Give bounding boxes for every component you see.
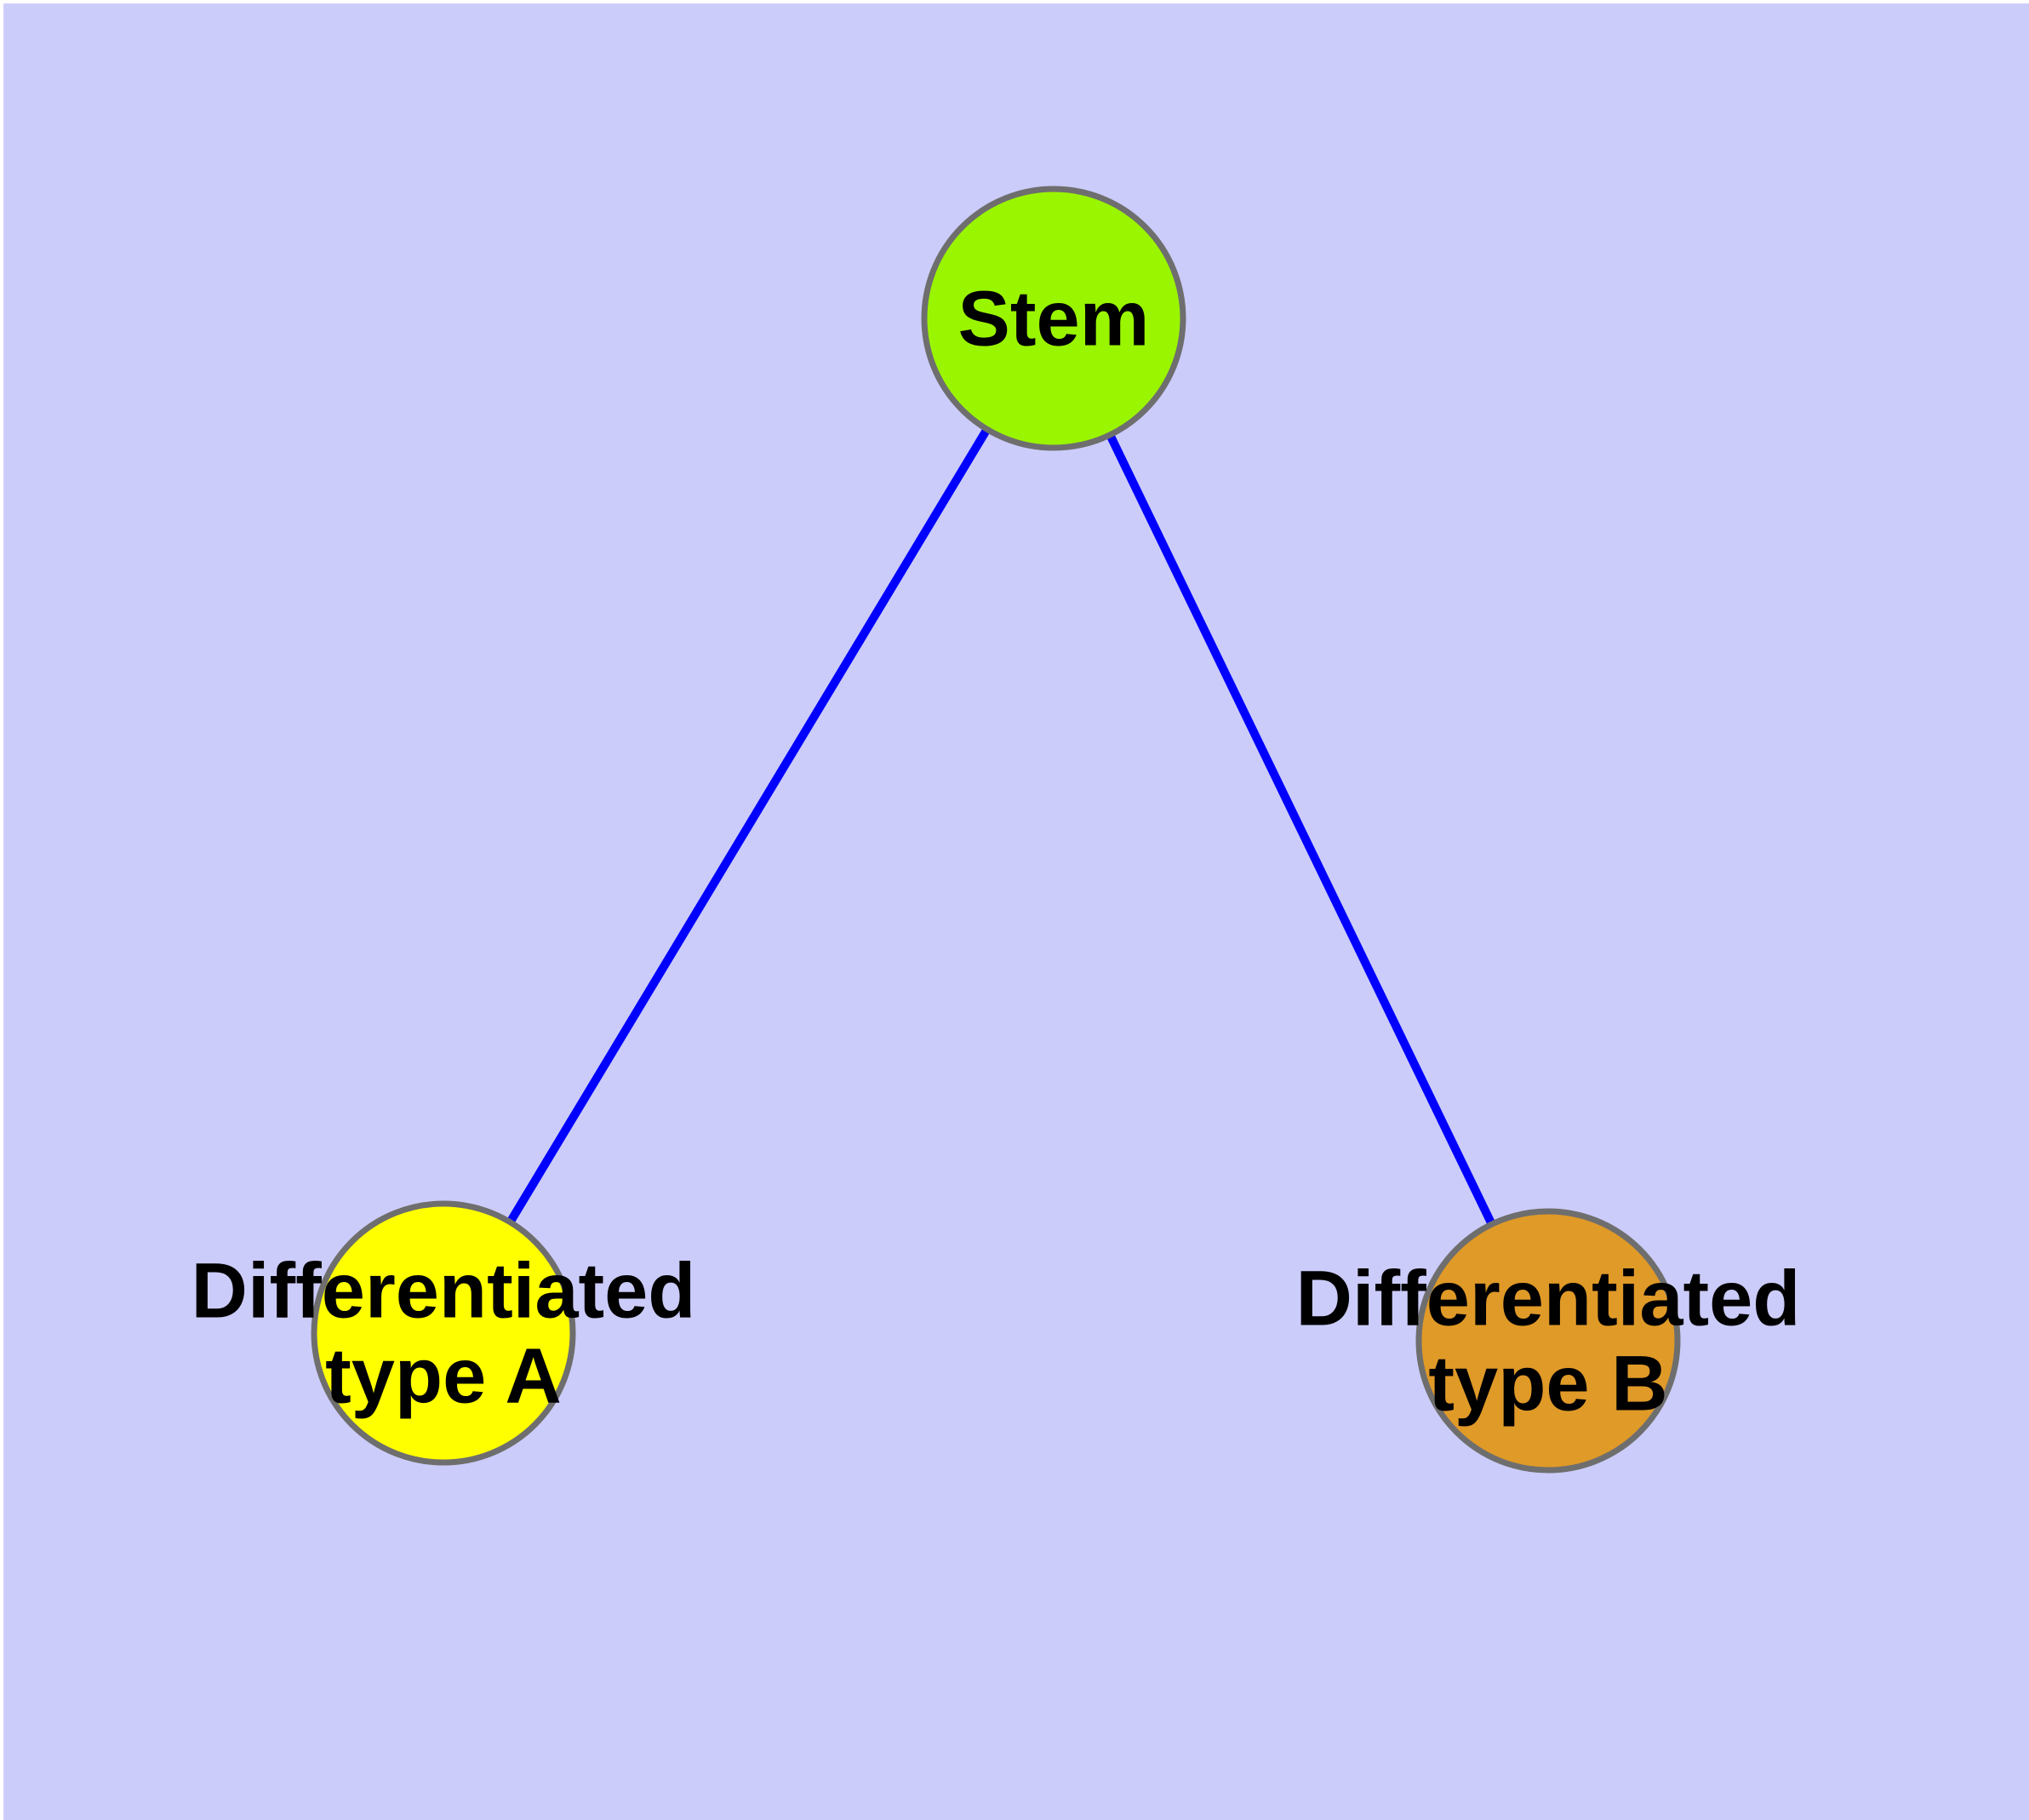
graph-node-diff_a[interactable] [311, 1200, 576, 1466]
label-line: Differentiated [191, 1247, 696, 1334]
label-line: Stem [958, 275, 1150, 362]
graph-node-stem[interactable] [921, 186, 1186, 451]
node-layer [311, 186, 1681, 1474]
graph-node-diff_b[interactable] [1415, 1208, 1681, 1474]
label-line: type A [325, 1332, 562, 1419]
graph-node-label-stem: Stem [958, 275, 1150, 362]
graph-edge-stem-to-diff_a[interactable] [439, 316, 1058, 1336]
label-line: type B [1428, 1340, 1667, 1427]
graph-edge-stem-to-diff_b[interactable] [1049, 316, 1552, 1343]
edge-layer [439, 316, 1552, 1343]
label-line: Differentiated [1296, 1255, 1801, 1342]
